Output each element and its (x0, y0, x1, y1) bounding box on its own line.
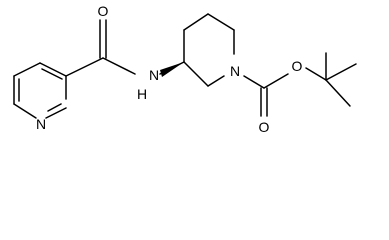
bond-pyridine-3 (13, 62, 41, 77)
structure-drawing: O N H N N O O (13, 3, 357, 135)
bond-piperidine-6 (183, 61, 209, 87)
atom-label-amide-oxygen: O (98, 3, 109, 19)
atom-label-ester-oxygen: O (292, 58, 303, 74)
atom-label-carbamate-oxygen: O (259, 119, 270, 135)
bond-pyridine-double-3 (47, 103, 62, 112)
pyridine-ring (13, 62, 67, 119)
bond-ester-o-to-tbutyl (305, 67, 327, 81)
bond-carbonyl-to-nh (102, 57, 136, 75)
piperidine-ring (159, 13, 235, 87)
bond-tbutyl-methyl-down (325, 79, 351, 107)
atom-label-amide-hydrogen: H (137, 86, 147, 102)
bond-pyridine-5 (13, 103, 37, 119)
boc-group (243, 52, 357, 117)
bond-piperidine-5 (207, 75, 225, 87)
bond-tbutyl-methyl-right (325, 63, 357, 81)
structure-canvas: O N H N N O O (13, 3, 357, 135)
atom-label-amide-nitrogen: N (149, 67, 159, 83)
bond-pyridine-6 (45, 107, 67, 119)
bond-piperidine-3 (207, 13, 235, 31)
amide-group (65, 19, 136, 77)
stereo-wedge-bond (160, 62, 184, 77)
bond-carbamate-to-ester-o (263, 73, 289, 89)
bond-ring-to-carbonyl (65, 57, 104, 77)
atom-label-pyridine-nitrogen: N (36, 116, 46, 132)
atom-label-piperidine-nitrogen: N (230, 63, 240, 79)
bond-n-to-carbamate (243, 75, 265, 89)
bond-pyridine-double-1 (41, 68, 63, 80)
bond-piperidine-2 (183, 13, 209, 31)
bond-pyridine-2 (39, 62, 67, 77)
